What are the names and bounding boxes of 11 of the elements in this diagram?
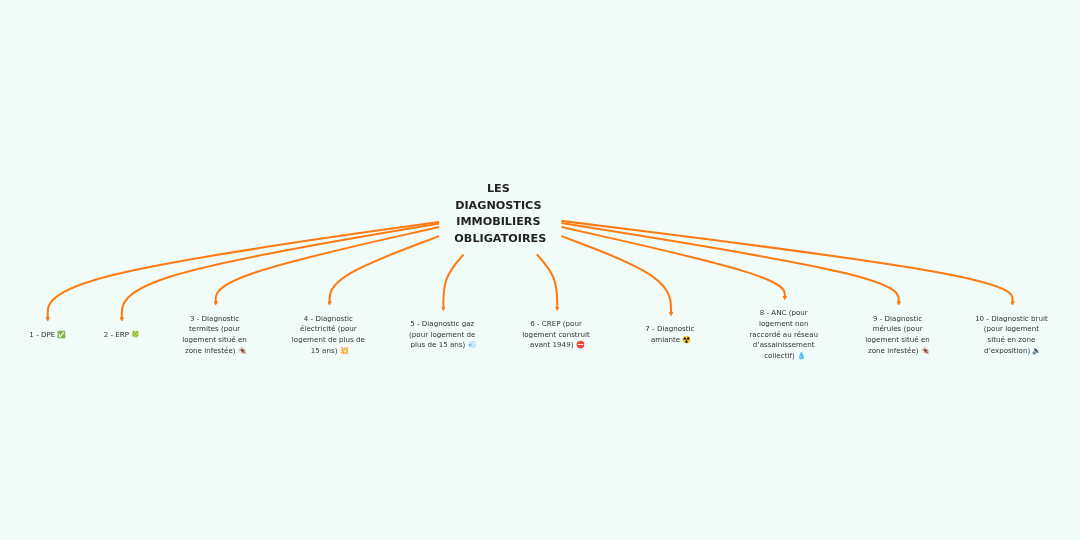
arrow bbox=[213, 225, 440, 306]
arrow bbox=[561, 219, 1015, 306]
arrow bbox=[441, 253, 465, 311]
arrow bbox=[327, 234, 440, 306]
arrow bbox=[45, 220, 440, 322]
arrow bbox=[561, 234, 674, 316]
node-text: LES DIAGNOSTICS IMMOBILIERS OBLIGATOIRES bbox=[454, 181, 547, 245]
arrow bbox=[561, 221, 901, 306]
arrow bbox=[536, 253, 560, 311]
arrow bbox=[561, 225, 788, 300]
arrow bbox=[119, 222, 440, 322]
